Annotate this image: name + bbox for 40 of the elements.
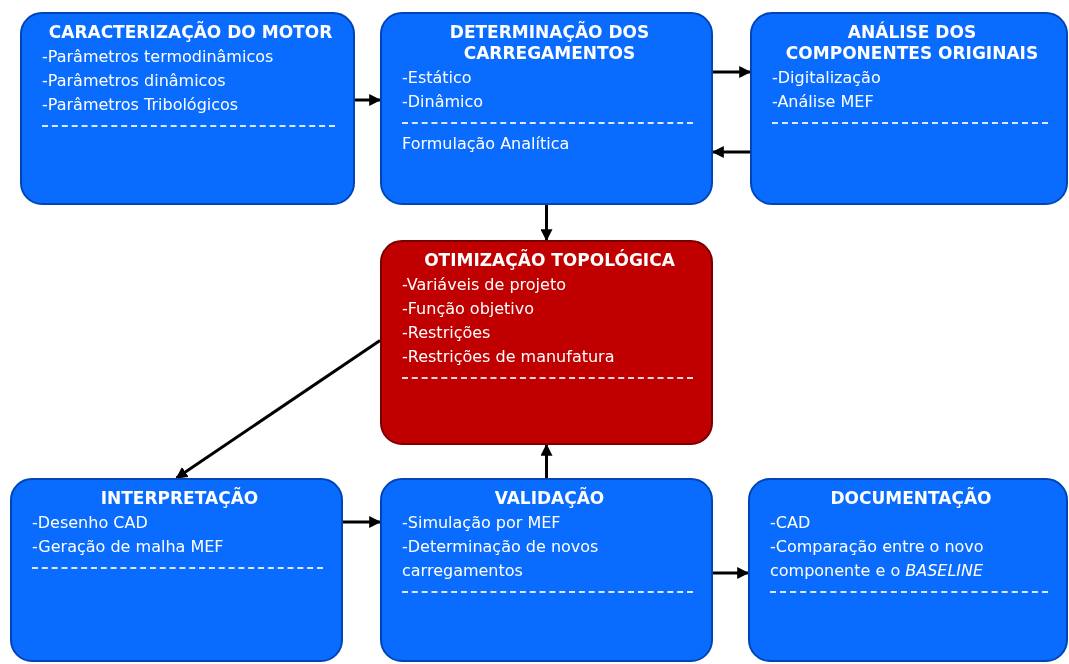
arrow [713, 66, 752, 78]
arrow [711, 146, 750, 158]
list-item: -Restrições de manufatura [402, 346, 616, 368]
box-title: CARACTERIZAÇÃO DO MOTOR [47, 22, 334, 43]
arrow [355, 94, 382, 106]
box-title: VALIDAÇÃO [493, 488, 606, 509]
list-item: -Parâmetros dinâmicos [42, 70, 227, 92]
process-box [20, 12, 355, 205]
list-item: -Digitalização [772, 67, 882, 89]
list-item: -Dinâmico [402, 91, 485, 113]
list-item: -Função objetivo [402, 298, 536, 320]
process-box [748, 478, 1068, 662]
process-box [380, 240, 713, 445]
box-title: INTERPRETAÇÃO [99, 488, 260, 509]
footer-text: Formulação Analítica [402, 133, 571, 155]
list-item: -Geração de malha MEF [32, 536, 225, 558]
arrow [175, 339, 381, 480]
arrow [540, 205, 553, 242]
list-item: -Parâmetros Tribológicos [42, 94, 240, 116]
list-item: -Simulação por MEF [402, 512, 562, 534]
box-title: DOCUMENTAÇÃO [829, 488, 993, 509]
list-item: -Comparação entre o novo componente e o BASELINE [770, 536, 985, 582]
process-box [380, 12, 713, 205]
list-item: -CAD [770, 512, 812, 534]
process-box [10, 478, 343, 662]
box-title: ANÁLISE DOS COMPONENTES ORIGINAIS [784, 22, 1040, 64]
box-title: DETERMINAÇÃO DOS CARREGAMENTOS [448, 22, 651, 64]
box-title: OTIMIZAÇÃO TOPOLÓGICA [423, 250, 676, 271]
process-box [380, 478, 713, 662]
list-item: -Desenho CAD [32, 512, 149, 534]
arrow [343, 516, 382, 528]
arrow [540, 443, 553, 478]
list-item: -Determinação de novos carregamentos [402, 536, 600, 582]
list-item: -Análise MEF [772, 91, 875, 113]
list-item: -Restrições [402, 322, 492, 344]
list-item: -Estático [402, 67, 473, 89]
list-item: -Variáveis de projeto [402, 274, 567, 296]
arrow [713, 567, 750, 579]
process-box [750, 12, 1068, 205]
list-item: -Parâmetros termodinâmicos [42, 46, 275, 68]
